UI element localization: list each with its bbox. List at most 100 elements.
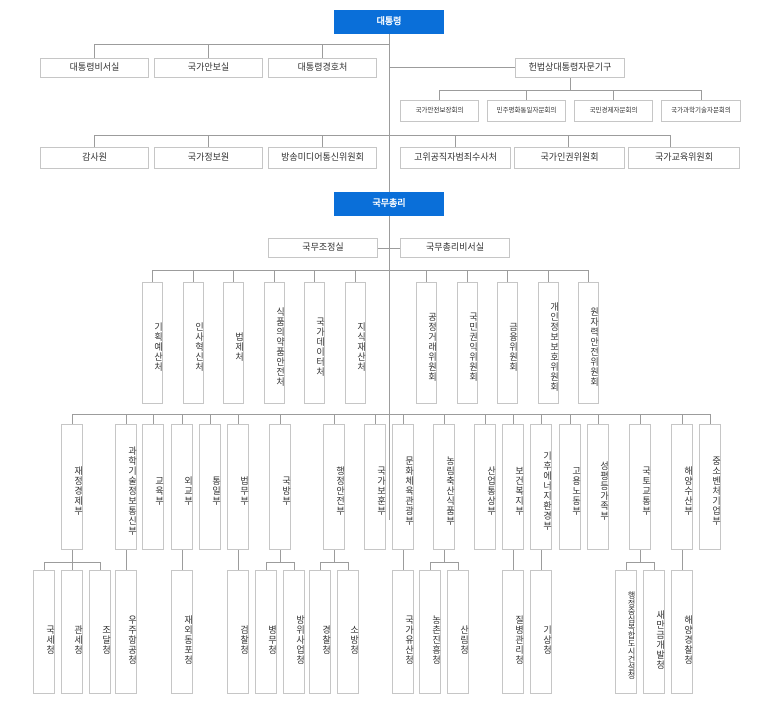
agency-box: 산림청 <box>447 570 469 694</box>
connector-line <box>430 562 458 563</box>
ministry-box: 기후에너지환경부 <box>530 424 552 550</box>
connector-line <box>182 414 183 424</box>
connector-line <box>334 550 335 562</box>
ministry-box: 국가보훈부 <box>364 424 386 550</box>
connector-line <box>375 414 376 424</box>
connector-line <box>94 135 95 147</box>
agency-box: 질병관리청 <box>502 570 524 694</box>
connector-line <box>182 550 183 570</box>
ministry-box: 보건복지부 <box>502 424 524 550</box>
agency-box: 기상청 <box>530 570 552 694</box>
agency-box: 행정중심복합도시건설청 <box>615 570 637 694</box>
connector-line <box>403 414 404 424</box>
pm-office-box: 국무조정실 <box>268 238 378 258</box>
advisory-council-box: 민주평화통일자문회의 <box>487 100 566 122</box>
connector-line <box>72 550 73 562</box>
independent-body-box: 감사원 <box>40 147 149 169</box>
ministry-box: 과학기술정보통신부 <box>115 424 137 550</box>
pm-commission-box: 공정거래위원회 <box>416 282 437 404</box>
connector-line <box>100 562 101 570</box>
agency-box: 경찰청 <box>309 570 331 694</box>
connector-line <box>152 270 153 282</box>
ministry-box: 통일부 <box>199 424 221 550</box>
pm-commission-box: 국민권익위원회 <box>457 282 478 404</box>
connector-line <box>348 562 349 570</box>
president-box: 대통령 <box>334 10 444 34</box>
connector-line <box>541 414 542 424</box>
connector-line <box>701 90 702 100</box>
connector-line <box>193 270 194 282</box>
connector-line <box>640 550 641 562</box>
ministry-box: 외교부 <box>171 424 193 550</box>
connector-line <box>513 414 514 424</box>
independent-body-box: 국가인권위원회 <box>514 147 625 169</box>
connector-line <box>444 550 445 562</box>
connector-line <box>526 90 527 100</box>
connector-line <box>280 550 281 562</box>
ministry-box: 재정경제부 <box>61 424 83 550</box>
connector-line <box>626 562 654 563</box>
connector-line <box>682 550 683 570</box>
independent-body-box: 국가정보원 <box>154 147 263 169</box>
connector-line <box>238 550 239 570</box>
connector-line <box>320 562 348 563</box>
connector-line <box>430 562 431 570</box>
independent-body-box: 고위공직자범죄수사처 <box>400 147 511 169</box>
agency-box: 해양경찰청 <box>671 570 693 694</box>
agency-box: 재외동포청 <box>171 570 193 694</box>
connector-line <box>403 550 404 570</box>
connector-line <box>467 270 468 282</box>
advisory-council-box: 국가안전보장회의 <box>400 100 479 122</box>
connector-line <box>613 90 614 100</box>
pm-commission-box: 원자력안전위원회 <box>578 282 599 404</box>
connector-line <box>208 44 209 58</box>
agency-box: 방위사업청 <box>283 570 305 694</box>
connector-line <box>670 135 671 147</box>
pm-agency-box: 지식재산처 <box>345 282 366 404</box>
connector-line <box>294 562 295 570</box>
connector-line <box>320 562 321 570</box>
connector-line <box>208 135 209 147</box>
prime-minister-box: 국무총리 <box>334 192 444 216</box>
pm-agency-box: 인사혁신처 <box>183 282 204 404</box>
connector-line <box>507 270 508 282</box>
connector-line <box>640 414 641 424</box>
connector-line <box>568 135 569 147</box>
connector-line <box>426 270 427 282</box>
pm-agency-box: 기획예산처 <box>142 282 163 404</box>
connector-line <box>266 562 294 563</box>
ministry-box: 교육부 <box>142 424 164 550</box>
pm-commission-box: 금융위원회 <box>497 282 518 404</box>
agency-box: 농촌진흥청 <box>419 570 441 694</box>
connector-line <box>485 414 486 424</box>
connector-line <box>378 248 400 249</box>
agency-box: 새만금개발청 <box>643 570 665 694</box>
office-box: 대통령경호처 <box>268 58 377 78</box>
connector-line <box>458 562 459 570</box>
connector-line <box>322 44 323 58</box>
pm-office-box: 국무총리비서실 <box>400 238 510 258</box>
agency-box: 국가유산청 <box>392 570 414 694</box>
connector-line <box>444 414 445 424</box>
independent-body-box: 국가교육위원회 <box>628 147 740 169</box>
connector-line <box>126 414 127 424</box>
connector-line <box>334 414 335 424</box>
ministry-box: 국방부 <box>269 424 291 550</box>
connector-line <box>238 414 239 424</box>
connector-line <box>266 562 267 570</box>
ministry-box: 산업통상부 <box>474 424 496 550</box>
agency-box: 조달청 <box>89 570 111 694</box>
connector-line <box>152 270 589 271</box>
office-box: 국가안보실 <box>154 58 263 78</box>
connector-line <box>153 414 154 424</box>
connector-line <box>710 414 711 424</box>
agency-box: 병무청 <box>255 570 277 694</box>
ministry-box: 해양수산부 <box>671 424 693 550</box>
connector-line <box>389 67 515 68</box>
connector-line <box>314 270 315 282</box>
agency-box: 국세청 <box>33 570 55 694</box>
connector-line <box>389 34 390 520</box>
connector-line <box>355 270 356 282</box>
office-box: 대통령비서실 <box>40 58 149 78</box>
